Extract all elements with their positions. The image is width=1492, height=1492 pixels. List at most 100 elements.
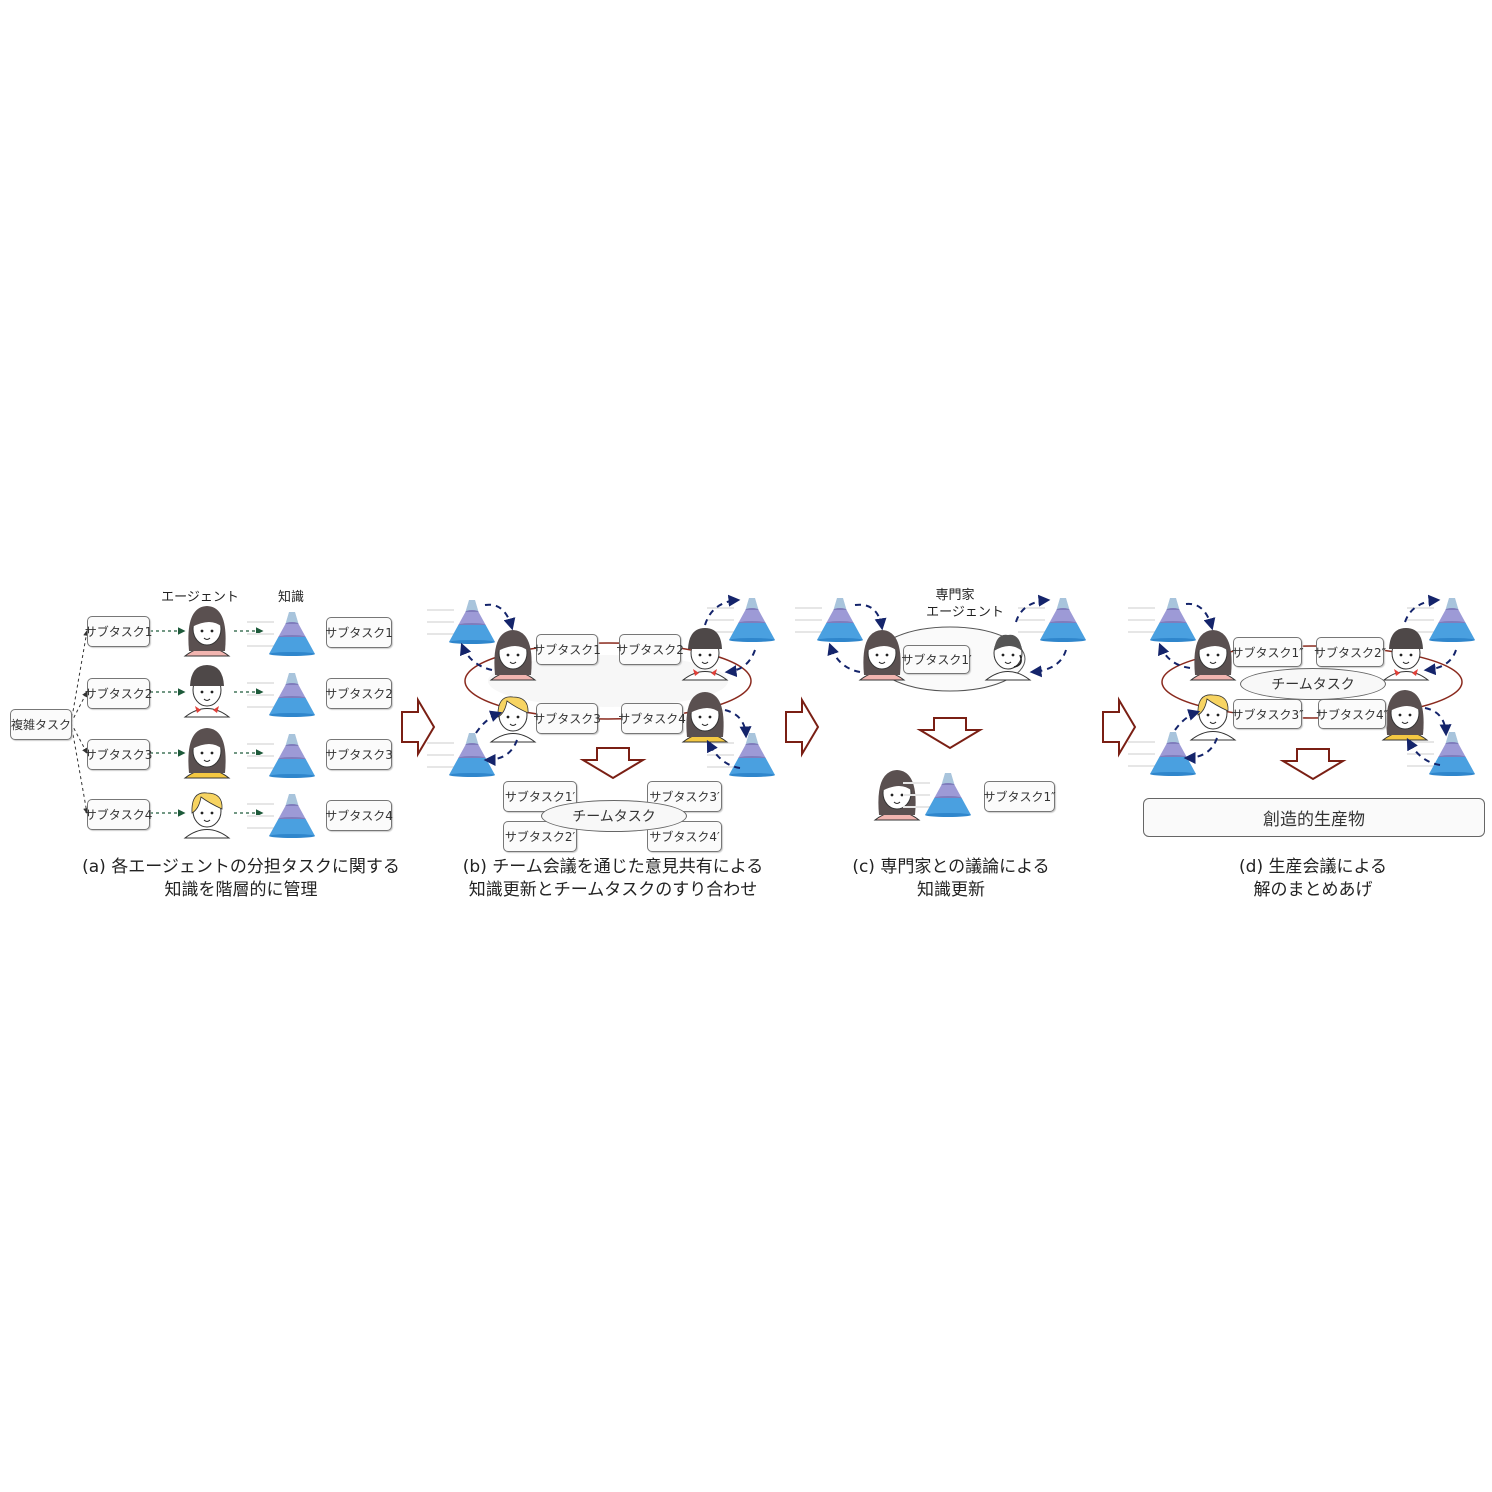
- subtask-box: サブタスク4″: [1316, 699, 1388, 729]
- pyramid-layer-edge: [729, 638, 775, 642]
- knowledge-pyramid-icon: [247, 612, 315, 656]
- knowledge-update-arc: [1185, 602, 1216, 631]
- flow-arrow-down-icon: [916, 717, 984, 750]
- avatar-mouth: [878, 661, 886, 664]
- avatar-eye: [708, 715, 712, 719]
- knowledge-update-arc: [827, 642, 861, 673]
- agent-avatar-icon: [489, 630, 537, 681]
- knowledge-pyramid-icon: [1407, 598, 1475, 642]
- agent-avatar-icon: [1189, 694, 1237, 741]
- avatar-eye: [1398, 713, 1402, 717]
- pyramid-layer-edge: [269, 774, 315, 778]
- agent-avatar-icon: [1189, 630, 1237, 681]
- creative-product-box: 創造的生産物: [1143, 798, 1485, 837]
- avatar-shoulders: [489, 733, 537, 743]
- pyramid-layer: [278, 746, 306, 759]
- pyramid-layer: [1159, 610, 1187, 623]
- pyramid-layer: [449, 625, 495, 642]
- flow-arrow-right-icon: [401, 696, 436, 758]
- knowledge-update-arc: [1406, 737, 1441, 766]
- pyramid-layer: [458, 612, 486, 625]
- pyramid-layer-edge: [729, 773, 775, 777]
- avatar-eye: [890, 793, 894, 797]
- subtask-box: サブタスク1′: [901, 645, 972, 674]
- knowledge-update-arc: [704, 594, 741, 626]
- tree-branch-line: [70, 629, 90, 724]
- caption-b-line1: (b) チーム会議を通じた意見共有による: [462, 857, 764, 877]
- pyramid-layer: [738, 745, 766, 758]
- pyramid-layer: [1150, 757, 1196, 774]
- pyramid-layer: [934, 785, 962, 798]
- pyramid-layer: [285, 794, 299, 806]
- avatar-eye: [210, 690, 214, 694]
- pyramid-layer-edge: [449, 773, 495, 777]
- avatar-eye: [900, 793, 904, 797]
- pyramid-layer: [278, 624, 306, 637]
- pyramid-layer: [449, 758, 495, 775]
- pyramid-layer: [925, 798, 971, 815]
- pyramid-layer: [1429, 757, 1475, 774]
- pyramid-layer-edge: [449, 640, 495, 644]
- knowledge-pyramid-icon: [427, 733, 495, 777]
- avatar-eye: [506, 715, 510, 719]
- avatar-eye: [1206, 713, 1210, 717]
- avatar-shoulders: [984, 671, 1032, 681]
- avatar-eye: [200, 751, 204, 755]
- avatar-mouth: [893, 801, 901, 804]
- complex-task-box: 複雑タスク: [10, 709, 72, 740]
- avatar-mouth: [1209, 661, 1217, 664]
- pyramid-layer: [729, 623, 775, 640]
- subtask-box: サブタスク3: [85, 739, 152, 770]
- subtask-box: サブタスク2″: [1314, 637, 1386, 667]
- avatar-mouth: [1402, 661, 1410, 664]
- result-box: サブタスク1″: [983, 781, 1056, 812]
- updated-subtask-box: サブタスク3′: [647, 781, 722, 812]
- knowledge-update-arc: [1423, 649, 1457, 676]
- pyramid-layer-edge: [817, 638, 863, 642]
- pyramid-layer: [745, 598, 759, 610]
- pyramid-layer: [458, 745, 486, 758]
- avatar-bangs: [1390, 694, 1420, 711]
- avatar-mouth: [1209, 721, 1217, 724]
- meeting-ring: [464, 642, 752, 720]
- knowledge-pyramid-icon: [903, 773, 971, 817]
- pyramid-layer: [285, 612, 299, 624]
- pyramid-layer: [1166, 732, 1180, 744]
- caption-c-line1: (c) 専門家との議論による: [852, 857, 1050, 877]
- caption-b-line2: 知識更新とチームタスクのすり合わせ: [468, 880, 758, 900]
- avatar-mouth: [509, 723, 517, 726]
- avatar-mouth: [701, 723, 709, 726]
- knowledge-pyramid-icon: [1018, 598, 1086, 642]
- pyramid-layer: [729, 758, 775, 775]
- pyramid-layer-edge: [1150, 638, 1196, 642]
- avatar-eye: [1399, 653, 1403, 657]
- avatar-collar: [693, 669, 717, 676]
- expert-label-line2: エージェント: [926, 605, 1004, 620]
- knowledge-pyramid-icon: [1128, 732, 1196, 776]
- pyramid-layer-edge: [1040, 638, 1086, 642]
- caption-a-line2: 知識を階層的に管理: [164, 880, 318, 900]
- agent-avatar-icon: [1381, 690, 1429, 741]
- pyramid-layer: [465, 600, 479, 612]
- avatar-bangs: [690, 696, 720, 713]
- result-box: サブタスク2: [325, 678, 393, 709]
- pyramid-layer-edge: [1150, 772, 1196, 776]
- subtask-box: サブタスク3″: [1231, 699, 1304, 729]
- avatar-bangs: [882, 774, 912, 791]
- knowledge-update-arc: [1404, 594, 1441, 623]
- knowledge-update-arc: [724, 649, 756, 678]
- caption-d: (d) 生産会議による 解のまとめあげ: [1239, 856, 1387, 902]
- pyramid-layer: [941, 773, 955, 785]
- avatar-eye: [708, 653, 712, 657]
- caption-b: (b) チーム会議を通じた意見共有による 知識更新とチームタスクのすり合わせ: [463, 856, 763, 902]
- avatar-eye: [1216, 713, 1220, 717]
- agent-avatar-icon: [183, 792, 231, 839]
- avatar-shoulders: [681, 671, 729, 681]
- knowledge-pyramid-icon: [1128, 598, 1196, 642]
- updated-subtask-box: サブタスク1′: [503, 781, 577, 812]
- avatar-eye: [1216, 653, 1220, 657]
- knowledge-update-arc: [483, 739, 518, 766]
- knowledge-update-arc: [1157, 642, 1191, 669]
- avatar-bangs: [192, 732, 222, 749]
